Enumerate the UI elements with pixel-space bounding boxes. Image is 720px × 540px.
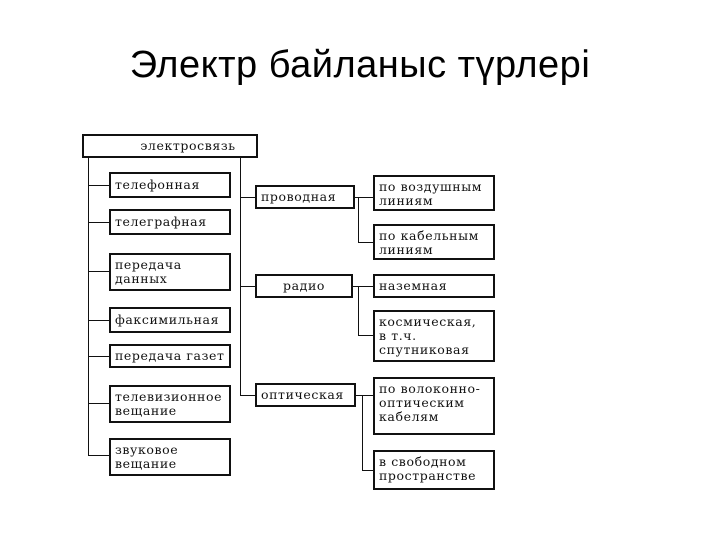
subtype-box: наземная [373, 274, 495, 298]
medium-box: проводная [255, 185, 355, 209]
subtype-box: космическая, в т.ч. спутниковая [373, 310, 495, 362]
subtype-box: по волоконно- оптическим кабелям [373, 377, 495, 435]
service-box: факсимильная [109, 307, 231, 333]
connector [358, 286, 359, 335]
service-box: передача данных [109, 253, 231, 291]
connector [88, 271, 110, 272]
connector [240, 286, 256, 287]
connector [358, 335, 374, 336]
connector [240, 156, 241, 396]
connector [358, 242, 374, 243]
medium-box: радио [255, 274, 353, 298]
subtype-box: по воздушным линиям [373, 175, 495, 211]
medium-box: оптическая [255, 383, 356, 407]
service-box: телефонная [109, 172, 231, 198]
connector [240, 197, 256, 198]
subtype-box: по кабельным линиям [373, 224, 495, 260]
connector [358, 197, 359, 242]
service-box: телеграфная [109, 209, 231, 235]
connector [88, 455, 110, 456]
service-box: передача газет [109, 344, 231, 368]
connector [352, 286, 374, 287]
root-box: электросвязь [82, 134, 258, 158]
connector [88, 356, 110, 357]
subtype-box: в свободном пространстве [373, 450, 495, 490]
connector [240, 395, 256, 396]
service-box: звуковое вещание [109, 438, 231, 476]
connector [88, 222, 110, 223]
connector [88, 320, 110, 321]
connector [88, 403, 110, 404]
connector [88, 156, 89, 455]
slide-title: Электр байланыс түрлері [129, 44, 591, 86]
connector [354, 197, 374, 198]
connector [362, 470, 374, 471]
connector [88, 185, 110, 186]
service-box: телевизионное вещание [109, 385, 231, 423]
connector [355, 395, 374, 396]
connector [362, 395, 363, 470]
